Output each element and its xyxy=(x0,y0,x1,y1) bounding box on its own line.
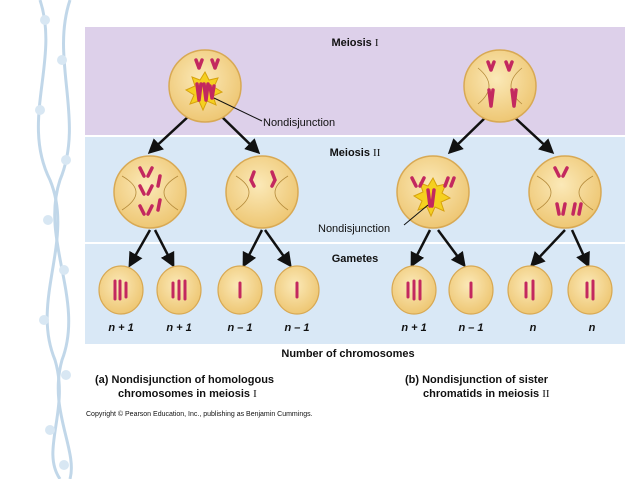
gamete-count-8: n xyxy=(589,322,596,334)
gamete-3 xyxy=(217,265,263,315)
gamete-count-6: n – 1 xyxy=(458,322,483,334)
caption-b-line2: chromatids in meiosis II xyxy=(423,388,550,400)
decorative-border xyxy=(35,0,73,479)
meiosis2-label: Meiosis II xyxy=(330,147,381,159)
copyright-notice: Copyright © Pearson Education, Inc., pub… xyxy=(86,410,313,418)
meiosis1-label: Meiosis I xyxy=(331,37,378,49)
gamete-7 xyxy=(507,265,553,315)
gamete-count-4: n – 1 xyxy=(284,322,309,334)
gamete-2 xyxy=(156,265,202,315)
gamete-4 xyxy=(274,265,320,315)
axis-caption: Number of chromosomes xyxy=(281,348,414,360)
nondisjunction-leader-2 xyxy=(403,204,429,226)
caption-a-line2: chromosomes in meiosis I xyxy=(118,388,257,400)
gamete-5 xyxy=(391,265,437,315)
meiosis2-cell-3 xyxy=(396,155,470,229)
gamete-count-3: n – 1 xyxy=(227,322,252,334)
gamete-6 xyxy=(448,265,494,315)
caption-b-line1: (b) Nondisjunction of sister xyxy=(405,374,549,386)
nondisjunction-leader-1 xyxy=(213,97,263,122)
caption-a-line1: (a) Nondisjunction of homologous xyxy=(95,374,274,386)
gamete-count-1: n + 1 xyxy=(108,322,133,334)
nondisjunction-label-2: Nondisjunction xyxy=(318,223,390,235)
meiosis2-cell-1 xyxy=(113,155,187,229)
nondisjunction-label-1: Nondisjunction xyxy=(263,117,335,129)
gamete-count-2: n + 1 xyxy=(166,322,191,334)
gamete-count-7: n xyxy=(530,322,537,334)
arrows xyxy=(128,114,590,268)
meiosis2-cell-4 xyxy=(528,155,602,229)
gamete-1 xyxy=(98,265,144,315)
gametes-label: Gametes xyxy=(332,253,378,265)
gamete-count-5: n + 1 xyxy=(401,322,426,334)
meiosis2-cell-2 xyxy=(225,155,299,229)
meiosis1-cell-a xyxy=(168,49,242,123)
gamete-8 xyxy=(567,265,613,315)
meiosis1-cell-b xyxy=(463,49,537,123)
